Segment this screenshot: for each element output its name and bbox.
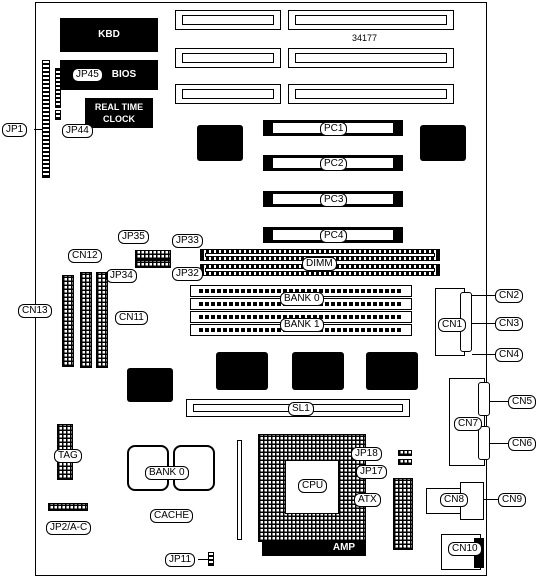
kbd-label: KBD xyxy=(98,29,120,40)
chip-left xyxy=(127,368,173,402)
isa-slot xyxy=(288,48,454,68)
chip-upper-left xyxy=(197,125,243,161)
jp11-jumper xyxy=(208,552,214,566)
isa-slot xyxy=(288,84,454,104)
jp34-jp32-jumpers xyxy=(135,260,171,268)
chip-mid-3 xyxy=(366,352,418,390)
pc3-label: PC3 xyxy=(320,193,348,207)
cn2-label: CN2 xyxy=(495,289,524,303)
jp17-label: JP17 xyxy=(356,465,387,479)
jp18-jumper xyxy=(398,450,412,456)
bank1-label: BANK 1 xyxy=(280,318,324,332)
cpu-label: CPU xyxy=(298,479,328,493)
cn4-label: CN4 xyxy=(495,348,524,362)
cn12-label: CN12 xyxy=(68,249,102,263)
pc1-label: PC1 xyxy=(320,122,348,136)
jp34-label: JP34 xyxy=(106,269,137,283)
pc4-label: PC4 xyxy=(320,229,348,243)
jp45-connector xyxy=(55,68,61,108)
cn10-label: CN10 xyxy=(448,542,482,556)
cn6-label: CN6 xyxy=(508,437,537,451)
retention-bar xyxy=(237,440,242,540)
bank0-cache-label: BANK 0 xyxy=(145,466,189,480)
pc2-label: PC2 xyxy=(320,157,348,171)
jp44-connector xyxy=(55,110,61,120)
isa-slot xyxy=(175,48,281,68)
part-number: 34177 xyxy=(352,33,378,43)
bank0-label: BANK 0 xyxy=(280,292,324,306)
jp35-label: JP35 xyxy=(118,230,149,244)
cn12-connector xyxy=(80,272,92,368)
kbd-chip: KBD xyxy=(60,18,158,52)
rtc-label-2: CLOCK xyxy=(103,114,135,124)
cn13-label: CN13 xyxy=(18,304,52,318)
jp18-label: JP18 xyxy=(351,447,382,461)
atx-connector xyxy=(393,478,413,550)
cn1-label: CN1 xyxy=(438,318,467,332)
chip-upper-right xyxy=(420,125,466,161)
chip-mid-1 xyxy=(216,352,268,390)
jp44-label: JP44 xyxy=(62,124,93,138)
isa-slot xyxy=(175,10,281,30)
jp35-jp33-jumpers xyxy=(135,250,171,260)
cache-chip-2 xyxy=(173,445,215,491)
dimm-label: DIMM xyxy=(302,257,337,271)
cpu-die xyxy=(285,460,339,514)
jp1-connector xyxy=(42,60,50,178)
bios-label: BIOS xyxy=(111,69,137,80)
jp11-label: JP11 xyxy=(165,553,196,567)
cn11-label: CN11 xyxy=(115,311,148,325)
rtc-chip: REAL TIME CLOCK xyxy=(85,98,153,128)
jp1-label: JP1 xyxy=(2,123,28,137)
cn13-connector xyxy=(62,275,74,367)
jp2-label: JP2/A-C xyxy=(46,521,92,535)
atx-label: ATX xyxy=(354,493,381,507)
jp45-label: JP45 xyxy=(72,68,103,82)
tag-label: TAG xyxy=(54,449,82,463)
rtc-label-1: REAL TIME xyxy=(94,102,144,112)
cn3-label: CN3 xyxy=(495,317,524,331)
cn7-label: CN7 xyxy=(454,417,483,431)
cn11-connector xyxy=(96,272,108,368)
isa-slot xyxy=(175,84,281,104)
jp2-jumper xyxy=(48,503,88,511)
jp32-label: JP32 xyxy=(172,267,203,281)
cn9-label: CN9 xyxy=(498,493,527,507)
chip-mid-2 xyxy=(292,352,344,390)
amp-label: AMP xyxy=(332,542,356,553)
jp33-label: JP33 xyxy=(172,234,203,248)
sl1-label: SL1 xyxy=(288,402,314,416)
motherboard-outline xyxy=(35,2,487,576)
isa-slot xyxy=(288,10,454,30)
cache-label: CACHE xyxy=(150,509,194,523)
amp-bar: AMP xyxy=(262,540,366,556)
cn8-label: CN8 xyxy=(440,493,469,507)
jp17-jumper xyxy=(398,459,412,465)
cn5-label: CN5 xyxy=(508,395,537,409)
